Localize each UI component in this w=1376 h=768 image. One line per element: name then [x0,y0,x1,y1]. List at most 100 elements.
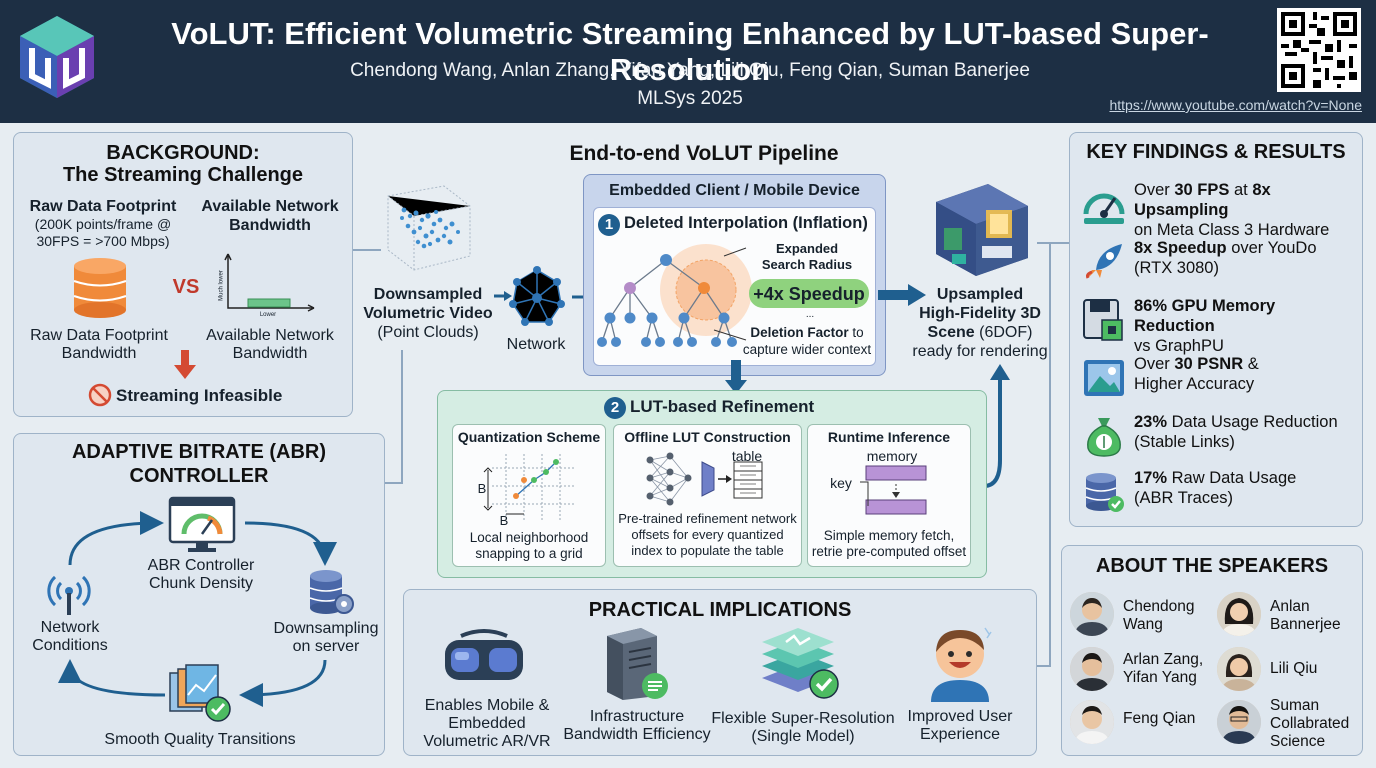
speaker-6-name-line3: Science [1270,733,1326,750]
speaker-5-name-line1: Feng Qian [1123,710,1196,727]
speaker-1-name-line2: Wang [1123,616,1163,633]
finding-1-line2: on Meta Class 3 Hardware [1134,221,1330,239]
database-cylinder-icon [73,258,127,318]
network-globe-icon [509,266,565,326]
runtime-caption-line1: Simple memory fetch, [823,528,955,543]
header-banner: VoLUT: Efficient Volumetric Streaming En… [0,0,1376,123]
finding-1-a: Over [1134,181,1175,199]
quantization-caption-line2: snapping to a grid [475,546,583,561]
runtime-memory-label: memory [866,448,918,464]
practical-item-1-line2: Embedded [448,715,526,732]
server-tower-icon [607,628,668,700]
network-label: Network [506,336,566,353]
raw-data-heading: Raw Data Footprint [29,198,177,215]
step-1-badge [598,214,620,236]
background-title-line2: The Streaming Challenge [62,164,304,186]
bandwidth-heading-line1: Available Network [201,198,339,215]
finding-5-c: Data Usage Reduction [1167,413,1338,431]
quantization-b-label-2: B [499,513,509,528]
upsampled-label-line2: High-Fidelity 3D [919,305,1041,322]
embedded-client-title: Embedded Client / Mobile Device [609,182,860,199]
finding-4-line2: Higher Accuracy [1134,375,1255,393]
practical-item-1-line1: Enables Mobile & [424,697,550,714]
video-link[interactable]: https://www.youtube.com/watch?v=None [1109,97,1362,113]
downsampled-label-line2: Volumetric Video [363,305,493,322]
arrow-icon [494,291,512,301]
step-2-badge [604,397,626,419]
expanded-radius-label-line2: Search Radius [761,257,853,272]
scene-bold: Scene [927,324,975,341]
quality-layers-icon [169,664,231,722]
lut-caption-line2: offsets for every quantized [631,527,784,542]
expanded-radius-label-line1: Expanded [775,241,839,256]
background-title-line1: BACKGROUND: [106,142,260,164]
deletion-factor-suffix: to [848,325,864,340]
speaker-avatar [1217,700,1261,744]
runtime-key-label: key [830,475,852,491]
speaker-4-name-line1: Lili Qiu [1270,660,1318,677]
connector-line [385,482,403,484]
practical-item-4-line1: Improved User [907,708,1013,725]
vs-label: VS [172,276,200,298]
page-title: VoLUT: Efficient Volumetric Streaming En… [171,16,1209,87]
practical-item-1-line3: Volumetric AR/VR [423,733,551,750]
image-icon [1084,360,1124,396]
finding-row: 23% Data Usage Reduction(Stable Links) [1082,412,1352,462]
down-arrow-icon [174,350,196,379]
network-conditions-label-line1: Network [40,619,100,636]
practical-item-3-line2: (Single Model) [751,728,855,745]
abr-cycle-arrows [58,511,337,707]
speaker-avatar [1070,592,1114,636]
finding-4-a: Over [1134,355,1175,373]
finding-1-b: 30 FPS [1174,181,1230,199]
lut-table-label: table [731,448,763,464]
quantization-box [452,424,606,567]
quantization-grid-diagram [483,454,576,520]
arrow-right-icon [878,284,926,306]
speaker-3-name-line1: Arlan Zang, [1123,651,1204,668]
downsampled-label-line3: (Point Clouds) [377,324,479,341]
finding-6-b: 17% [1134,469,1168,487]
step-1-title: Deleted Interpolation (Inflation) [624,214,868,232]
volut-logo [18,14,96,105]
connector-line [1037,665,1051,667]
finding-5-b: 23% [1134,413,1168,431]
smooth-transitions-label: Smooth Quality Transitions [104,731,296,748]
finding-2-b: 8x Speedup [1134,239,1227,257]
deletion-factor-line1: Deletion Factor to [740,325,874,341]
3d-scene-icon [936,184,1028,276]
finding-3-b: 86% GPU Memory Reduction [1134,297,1276,335]
speedup-badge [749,279,869,308]
connector-line [1037,242,1071,244]
speaker-avatar [1217,592,1261,636]
runtime-title: Runtime Inference [827,429,951,445]
finding-4-b: 30 PSNR [1174,355,1244,373]
runtime-caption-line2: retrie pre-computed offset [811,544,967,559]
quantization-caption-line1: Local neighborhood [469,530,589,545]
speaker-3-name-line2: Yifan Yang [1123,669,1197,686]
qr-code-icon[interactable] [1277,8,1361,92]
server-database-icon [309,570,354,614]
key-findings-title: KEY FINDINGS & RESULTS [1086,141,1346,163]
step-2-title: LUT-based Refinement [630,397,815,416]
network-conditions-label-line2: Conditions [32,637,108,654]
step-1-number: 1 [604,216,614,233]
quantization-title: Quantization Scheme [457,429,601,445]
memory-lookup-icon [860,465,927,515]
speedup-label: +4x Speedup [753,284,865,304]
abr-controller-label-line2: Chunk Density [148,575,254,592]
money-bag-icon [1087,418,1121,457]
speaker-6-name-line2: Collabrated [1270,715,1350,732]
upsampled-label-line1: Upsampled [936,286,1024,303]
offline-lut-title: Offline LUT Construction [624,429,791,445]
finding-row: Over 30 PSNR &Higher Accuracy [1082,354,1352,404]
up-arrow-path [983,364,1010,488]
connector-line [1049,242,1051,667]
raw-caption-line2: Bandwidth [61,345,137,362]
bw-caption-line1: Available Network [206,327,334,344]
speaker-6-name-line1: Suman [1270,697,1320,714]
arrow-down-icon [725,360,747,394]
gauge-monitor-icon [168,496,236,552]
step-2-number: 2 [610,399,620,416]
offline-lut-box [613,424,802,567]
